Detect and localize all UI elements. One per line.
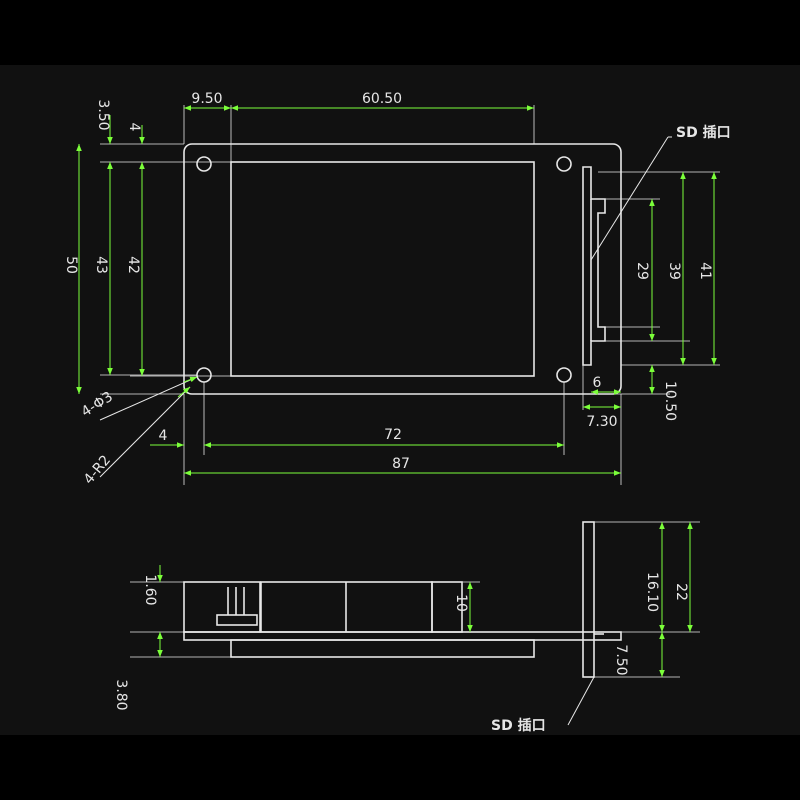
side-view: 1.60 10 3.80 22 16.10 7.50 SD 插口 <box>113 521 700 734</box>
leader-sd-bottom <box>567 676 595 726</box>
dimension-lines <box>76 105 717 476</box>
mounting-hole-bottom-right <box>556 367 572 383</box>
dim-hole-spacing-y: 43 <box>93 256 109 274</box>
dim-hole-spacing-x: 72 <box>384 427 402 443</box>
drawing-canvas: 9.50 60.50 3.50 4 50 43 42 29 39 41 6 10… <box>63 91 731 734</box>
dim-hole-offset-x: 9.50 <box>191 91 222 107</box>
module-right <box>431 581 463 633</box>
top-view: 9.50 60.50 3.50 4 50 43 42 29 39 41 6 10… <box>63 91 731 488</box>
dim-pin-height: 1.60 <box>142 574 158 605</box>
label-sd-slot-top: SD 插口 <box>676 124 731 141</box>
technical-drawing: 9.50 60.50 3.50 4 50 43 42 29 39 41 6 10… <box>0 65 800 735</box>
dim-right-height: 41 <box>697 262 713 280</box>
mounting-hole-top-right <box>556 156 572 172</box>
dim-hole-from-left: 4 <box>159 428 168 444</box>
dim-sd-height: 22 <box>673 583 689 601</box>
dim-edge-to-hole: 4 <box>126 123 142 132</box>
dim-slot-width: 6 <box>593 375 602 391</box>
dim-sd-upper: 16.10 <box>644 572 660 612</box>
dim-slot-outer: 39 <box>666 262 682 280</box>
dim-sd-lower: 7.50 <box>613 644 629 675</box>
screen-outline <box>230 161 535 377</box>
extension-lines <box>100 105 720 485</box>
dim-board-thickness: 3.80 <box>113 679 129 710</box>
pcb-outline <box>183 143 622 395</box>
connector-block <box>183 581 261 633</box>
pin-header <box>216 587 258 626</box>
dim-screen-width: 60.50 <box>362 91 402 107</box>
dim-slot-bottom: 10.50 <box>662 381 678 421</box>
dim-slot-right: 7.30 <box>586 414 617 430</box>
dim-module-height: 10 <box>453 594 469 612</box>
mounting-hole-bottom-left <box>196 367 212 383</box>
sd-slot-top <box>582 166 606 366</box>
side-extension-lines <box>130 521 700 678</box>
side-dimension-lines <box>157 522 693 677</box>
pcb-side <box>183 631 622 641</box>
mounting-hole-top-left <box>196 156 212 172</box>
label-sd-slot-bottom: SD 插口 <box>491 717 546 734</box>
dim-hole-offset-y: 3.50 <box>95 99 111 130</box>
dim-slot-length: 29 <box>634 262 650 280</box>
dim-total-width: 87 <box>392 456 410 472</box>
sd-card-side <box>582 521 595 678</box>
label-radius: 4-R2 <box>81 452 114 487</box>
leader-lines <box>99 136 672 478</box>
screen-side <box>230 639 535 658</box>
dim-screen-height: 42 <box>125 256 141 274</box>
dim-total-height: 50 <box>63 256 79 274</box>
